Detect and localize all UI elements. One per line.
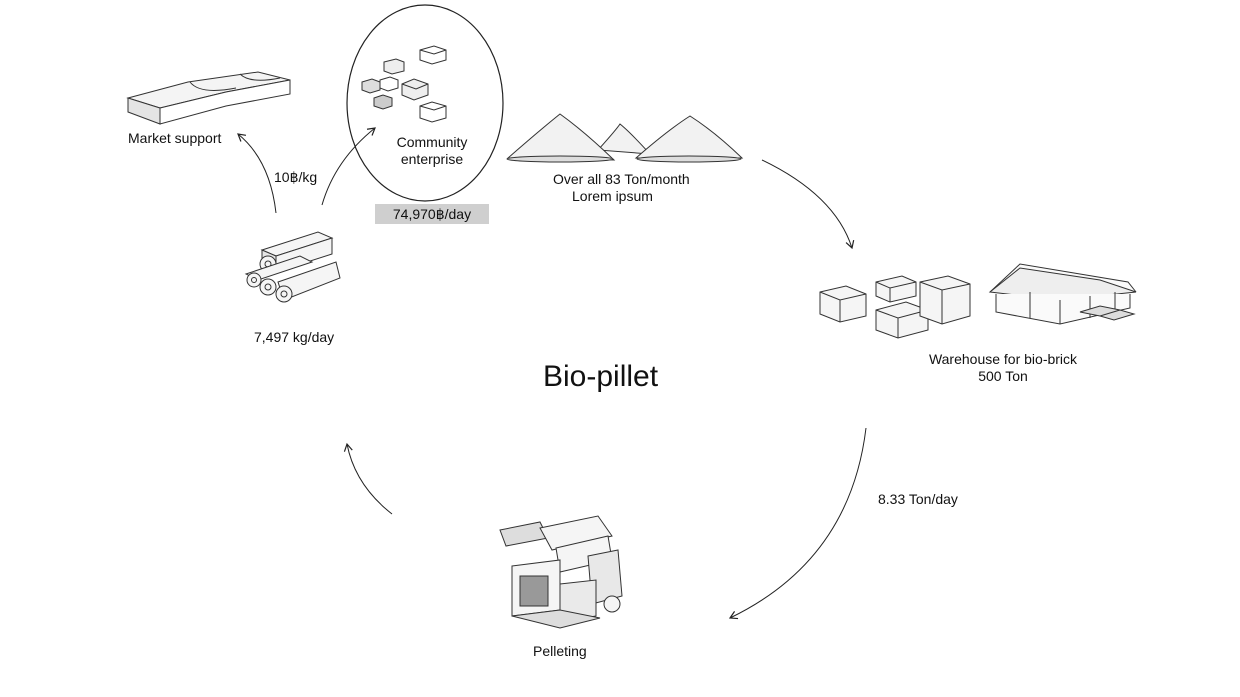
storage-boxes-icon [819, 275, 971, 339]
warehouse-label: Warehouse for bio-brick 500 Ton [918, 351, 1088, 385]
briquette-output-label: 7,497 kg/day [254, 329, 335, 345]
arrow-to-market [237, 133, 277, 214]
community-ellipse [346, 4, 504, 202]
daily-value-badge: 74,970฿/day [375, 204, 489, 224]
warehouse-building-icon [988, 263, 1137, 325]
community-enterprise-label: Community enterprise [380, 134, 484, 168]
arrow-pelleting-to-briquettes [343, 442, 393, 515]
arrow-to-community [321, 127, 376, 206]
price-label: 10฿/kg [274, 169, 318, 185]
market-support-label: Market support [128, 130, 222, 146]
diagram-title: Bio-pillet [543, 360, 659, 393]
production-label-line1: Over all 83 Ton/month [553, 171, 690, 187]
pelleting-label: Pelleting [533, 643, 587, 659]
houses-icon [361, 45, 447, 123]
community-label-line2: enterprise [400, 151, 464, 167]
production-label-line2: Lorem ipsum [572, 188, 653, 204]
transport-rate-label: 8.33 Ton/day [878, 491, 958, 507]
arrow-warehouse-to-pelleting [728, 427, 867, 620]
warehouse-label-line1: Warehouse for bio-brick [928, 351, 1078, 367]
market-building-icon [126, 71, 291, 125]
bio-brick-icon [244, 231, 341, 303]
community-label-line1: Community [396, 134, 468, 150]
production-label: Over all 83 Ton/month Lorem ipsum [553, 171, 690, 205]
biomass-piles-icon [506, 113, 744, 163]
pelleting-machine-icon [499, 515, 623, 629]
arrow-sand-to-warehouse [761, 159, 855, 250]
warehouse-label-line2: 500 Ton [978, 368, 1028, 384]
